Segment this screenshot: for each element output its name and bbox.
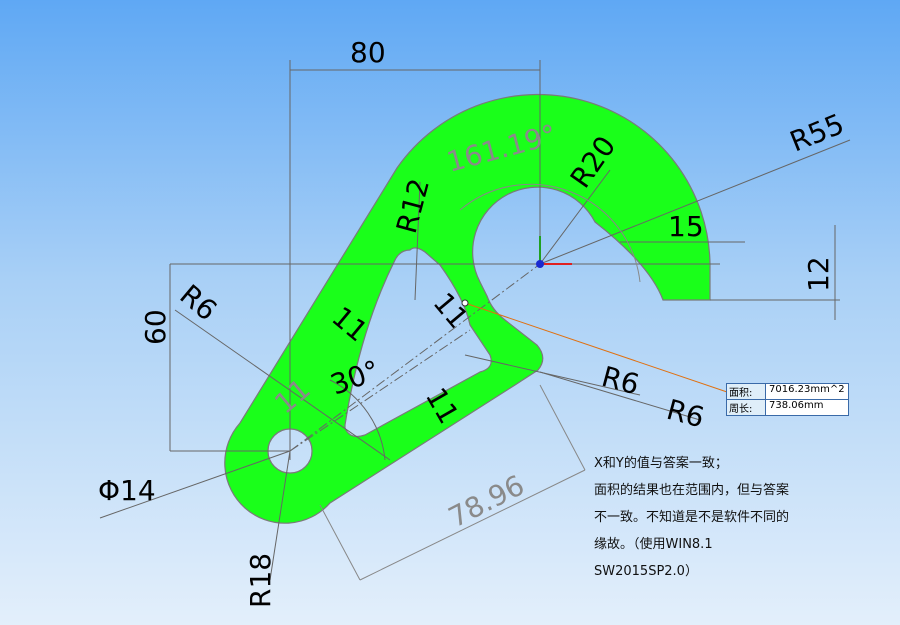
extension-line bbox=[319, 504, 361, 581]
area-value: 7016.23mm^2 bbox=[766, 384, 848, 399]
leader-r55 bbox=[539, 139, 851, 265]
leader-r6 bbox=[539, 371, 701, 421]
dim-phi14[interactable]: Φ14 bbox=[98, 474, 156, 507]
note-line: SW2015SP2.0） bbox=[594, 564, 698, 579]
construction-line bbox=[289, 329, 471, 452]
dim-line-7896 bbox=[359, 469, 586, 581]
construction-line bbox=[289, 263, 541, 452]
measure-tooltip: 面积:7016.23mm^2 周长:738.06mm bbox=[726, 383, 849, 416]
perimeter-label: 周长: bbox=[727, 400, 766, 415]
dim-r6-right[interactable]: R6 bbox=[663, 393, 708, 435]
dim-12[interactable]: 12 bbox=[802, 256, 835, 292]
dim-arc-16119 bbox=[459, 183, 641, 283]
extension-line bbox=[539, 384, 586, 471]
leader-r20 bbox=[539, 169, 611, 265]
leader-r6 bbox=[464, 354, 641, 396]
origin-icon bbox=[536, 236, 572, 268]
leader-r6 bbox=[174, 309, 391, 461]
note-line: X和Y的值与答案一致； bbox=[594, 456, 728, 471]
dim-r6-mid[interactable]: R6 bbox=[598, 360, 643, 402]
area-label: 面积: bbox=[727, 384, 766, 399]
dim-r6-left[interactable]: R6 bbox=[174, 278, 224, 327]
perimeter-value: 738.06mm bbox=[766, 400, 848, 415]
dim-r55[interactable]: R55 bbox=[785, 107, 848, 158]
dim-60[interactable]: 60 bbox=[139, 309, 172, 345]
leader-phi14 bbox=[99, 450, 291, 519]
dim-7896[interactable]: 78.96 bbox=[443, 468, 529, 534]
note-line: 不一致。不知道是不是软件不同的 bbox=[594, 510, 790, 525]
dim-arc-30 bbox=[329, 379, 386, 461]
leader-r12 bbox=[414, 181, 421, 301]
dim-80[interactable]: 80 bbox=[350, 36, 386, 69]
leader-r18 bbox=[269, 450, 291, 581]
part-profile[interactable] bbox=[224, 93, 711, 524]
dim-15[interactable]: 15 bbox=[668, 210, 704, 243]
selection-point[interactable] bbox=[461, 299, 469, 307]
dim-r18[interactable]: R18 bbox=[244, 553, 277, 608]
annotation-note: X和Y的值与答案一致； 面积的结果也在范围内，但与答案 不一致。不知道是不是软件… bbox=[594, 450, 834, 585]
note-line: 面积的结果也在范围内，但与答案 bbox=[594, 483, 790, 498]
note-line: 缘故。（使用WIN8.1 bbox=[594, 537, 713, 552]
property-leader bbox=[464, 302, 731, 394]
